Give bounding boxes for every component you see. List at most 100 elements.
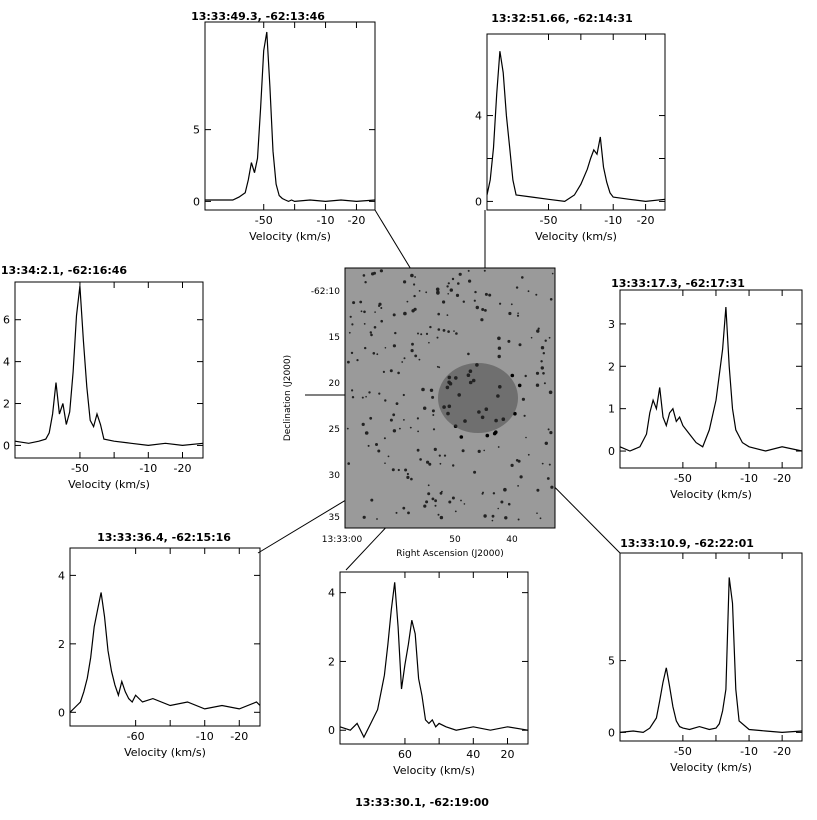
x-axis-label: Velocity (km/s) bbox=[124, 746, 206, 759]
star-dot bbox=[406, 300, 409, 303]
star-dot bbox=[523, 414, 526, 417]
star-dot bbox=[480, 318, 484, 322]
star-dot bbox=[347, 360, 350, 364]
spectrum-line bbox=[619, 306, 803, 452]
star-dot bbox=[359, 300, 363, 304]
star-field bbox=[346, 269, 554, 522]
star-dot bbox=[369, 416, 373, 420]
star-dot bbox=[542, 372, 545, 375]
star-dot bbox=[410, 273, 414, 278]
star-dot bbox=[548, 463, 551, 466]
star-dot bbox=[438, 454, 441, 457]
y-tick-label: 0 bbox=[475, 195, 482, 208]
image-x-tick-1: 50 bbox=[449, 535, 461, 545]
star-dot bbox=[348, 331, 351, 334]
image-x-tick-0: 13:33:00 bbox=[322, 535, 363, 545]
star-dot bbox=[437, 328, 441, 331]
star-dot bbox=[394, 331, 397, 335]
star-dot bbox=[423, 406, 427, 410]
star-dot bbox=[451, 496, 455, 500]
star-dot bbox=[391, 468, 395, 472]
y-tick-label: 4 bbox=[328, 587, 335, 600]
star-dot bbox=[376, 353, 379, 356]
star-dot bbox=[378, 392, 381, 395]
star-dot bbox=[437, 312, 441, 316]
star-dot bbox=[525, 436, 527, 439]
star-dot bbox=[442, 329, 446, 332]
star-dot bbox=[524, 374, 527, 378]
x-axis-label: Velocity (km/s) bbox=[670, 761, 752, 774]
star-dot bbox=[518, 343, 522, 347]
panel-frame bbox=[14, 281, 204, 459]
y-tick-label: 3 bbox=[608, 318, 615, 331]
image-x-axis-label: Right Ascension (J2000) bbox=[396, 549, 503, 559]
star-dot bbox=[530, 336, 533, 339]
star-dot bbox=[420, 333, 423, 336]
star-dot bbox=[380, 319, 384, 323]
panel-frame bbox=[69, 547, 261, 727]
star-dot bbox=[527, 290, 530, 293]
image-y-tick-1: 15 bbox=[329, 333, 340, 343]
spectrum-panel: 13:33:10.9, -62:22:01-50-10-2005Velocity… bbox=[608, 537, 803, 774]
star-dot bbox=[432, 428, 436, 431]
x-axis-label: Velocity (km/s) bbox=[249, 230, 331, 243]
x-axis-label: Velocity (km/s) bbox=[68, 478, 150, 491]
star-dot bbox=[363, 323, 366, 325]
star-dot bbox=[426, 460, 430, 464]
star-dot bbox=[417, 430, 419, 433]
star-dot bbox=[403, 280, 407, 284]
star-dot bbox=[379, 269, 383, 273]
star-dot bbox=[351, 389, 354, 392]
star-dot bbox=[403, 311, 407, 316]
star-dot bbox=[455, 332, 458, 335]
star-dot bbox=[371, 272, 375, 276]
star-dot bbox=[527, 453, 530, 456]
star-dot bbox=[362, 274, 366, 277]
star-dot bbox=[410, 349, 414, 353]
star-dot bbox=[485, 433, 490, 438]
image-y-tick-3: 25 bbox=[329, 425, 340, 435]
star-dot bbox=[540, 366, 544, 370]
star-dot bbox=[434, 504, 437, 507]
star-dot bbox=[455, 293, 460, 297]
x-tick-label: -20 bbox=[347, 214, 365, 227]
star-dot bbox=[382, 370, 385, 373]
star-dot bbox=[375, 443, 378, 446]
star-dot bbox=[346, 427, 349, 430]
x-tick-label: -20 bbox=[773, 472, 791, 485]
star-dot bbox=[411, 309, 415, 313]
star-dot bbox=[399, 427, 401, 430]
spectrum-line bbox=[205, 31, 376, 203]
star-dot bbox=[392, 429, 397, 433]
star-dot bbox=[403, 419, 405, 421]
x-tick-label: 40 bbox=[466, 748, 480, 761]
star-dot bbox=[368, 391, 371, 394]
star-dot bbox=[397, 371, 400, 375]
star-dot bbox=[548, 390, 553, 395]
star-dot bbox=[427, 492, 431, 496]
star-dot bbox=[483, 269, 486, 272]
star-dot bbox=[543, 382, 546, 385]
star-dot bbox=[481, 308, 485, 311]
star-dot bbox=[468, 279, 472, 283]
panel-title: 13:33:36.4, -62:15:16 bbox=[97, 531, 231, 544]
star-dot bbox=[497, 336, 501, 341]
x-tick-label: -50 bbox=[540, 214, 558, 227]
star-dot bbox=[458, 272, 462, 276]
image-y-tick-0: -62:10 bbox=[311, 287, 340, 297]
star-dot bbox=[449, 288, 453, 292]
star-dot bbox=[497, 446, 500, 448]
y-tick-label: 0 bbox=[3, 439, 10, 452]
star-dot bbox=[362, 515, 366, 519]
star-dot bbox=[436, 365, 439, 368]
star-dot bbox=[453, 330, 455, 332]
star-dot bbox=[380, 307, 383, 309]
star-dot bbox=[436, 336, 439, 339]
star-dot bbox=[484, 309, 487, 312]
star-dot bbox=[364, 281, 367, 284]
y-tick-label: 2 bbox=[608, 360, 615, 373]
x-axis-label: Velocity (km/s) bbox=[393, 764, 475, 777]
star-dot bbox=[497, 354, 501, 359]
x-tick-label: -10 bbox=[740, 472, 758, 485]
